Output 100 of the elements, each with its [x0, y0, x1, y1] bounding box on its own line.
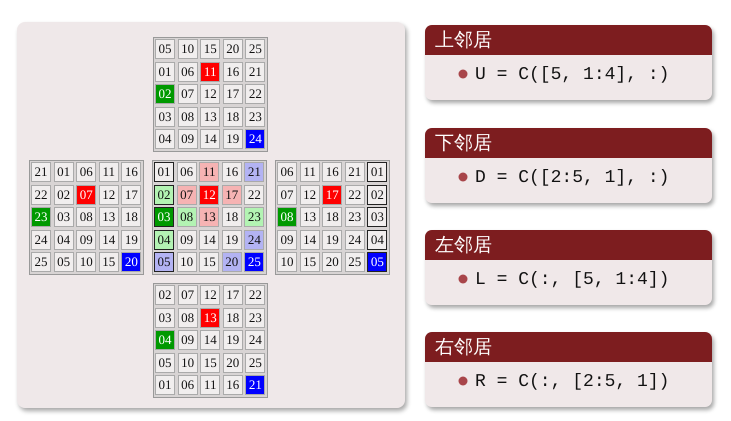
grid-cell: 07 — [277, 184, 297, 205]
grid-cell: 09 — [277, 230, 297, 250]
grid-cell: 03 — [155, 308, 175, 328]
grid-cell: 18 — [222, 207, 242, 228]
grid-cell: 06 — [178, 62, 198, 82]
grid-cell: 21 — [31, 162, 51, 182]
grid-cell: 10 — [176, 252, 197, 272]
grid-cell: 06 — [76, 162, 96, 182]
grid-cell: 19 — [222, 330, 243, 350]
grid-cell: 07 — [178, 285, 198, 305]
grid-cell: 23 — [245, 308, 266, 328]
grid-cell: 13 — [98, 207, 119, 228]
grid-cell: 05 — [54, 252, 74, 272]
grid-cell: 20 — [222, 39, 243, 59]
grid-cell: 23 — [344, 207, 365, 228]
grid-cell: 05 — [367, 252, 388, 272]
grid-cell: 11 — [199, 162, 220, 182]
grid-cell: 22 — [344, 184, 365, 205]
grid-cell: 04 — [154, 230, 174, 250]
grid-cell: 15 — [98, 252, 119, 272]
grid-cell: 17 — [121, 184, 142, 205]
grid-cell: 21 — [244, 162, 264, 182]
grid-cell: 20 — [121, 252, 142, 272]
grid-cell: 21 — [245, 375, 266, 396]
grid-cell: 25 — [31, 252, 51, 272]
grid-cell: 12 — [199, 184, 220, 205]
grid-cell: 03 — [155, 106, 175, 127]
grid-cell: 12 — [300, 184, 320, 205]
grid-cell: 04 — [155, 129, 175, 150]
grid-cell: 18 — [222, 106, 243, 127]
grid-cell: 25 — [244, 252, 264, 272]
card — [425, 128, 712, 203]
grid-cell: 14 — [200, 330, 220, 350]
grid-cell: 13 — [200, 308, 220, 328]
grid-cell: 15 — [199, 252, 220, 272]
grid-cell: 04 — [367, 230, 388, 250]
grid-cell: 14 — [200, 129, 220, 150]
grid-cell: 01 — [54, 162, 74, 182]
grid-cell: 12 — [200, 285, 220, 305]
grid-cell: 19 — [222, 129, 243, 150]
grid-cell: 15 — [200, 352, 220, 373]
grid-cell: 22 — [31, 184, 51, 205]
grid-cell: 16 — [121, 162, 142, 182]
grid-cell: 05 — [154, 252, 174, 272]
grid-cell: 09 — [178, 330, 198, 350]
grid-cell: 11 — [98, 162, 119, 182]
grid-cell: 07 — [178, 84, 198, 104]
grid-cell: 24 — [31, 230, 51, 250]
formula-text: U = C([5, 1:4], :) — [475, 65, 670, 85]
grid-cell: 16 — [222, 375, 243, 396]
grid-cell: 05 — [155, 352, 175, 373]
grid-cell: 17 — [222, 184, 242, 205]
grid-cell: 09 — [178, 129, 198, 150]
card-header: 右邻居 — [425, 332, 712, 362]
grid-cell: 06 — [178, 375, 198, 396]
grid-cell: 08 — [277, 207, 297, 228]
grid-cell: 01 — [155, 375, 175, 396]
grid-cell: 24 — [244, 230, 264, 250]
grid-cell: 24 — [245, 129, 266, 150]
grid-cell: 02 — [154, 184, 174, 205]
grid-cell: 04 — [54, 230, 74, 250]
grid-cell: 19 — [121, 230, 142, 250]
grid-cell: 02 — [54, 184, 74, 205]
grid-cell: 23 — [244, 207, 264, 228]
grid-cell: 02 — [155, 84, 175, 104]
grid-cell: 07 — [176, 184, 197, 205]
card — [425, 25, 712, 100]
grid-cell: 12 — [98, 184, 119, 205]
grid-cell: 07 — [76, 184, 96, 205]
grid-cell: 08 — [76, 207, 96, 228]
grid-cell: 18 — [222, 308, 243, 328]
grid-cell: 01 — [367, 162, 388, 182]
grid-cell: 16 — [322, 162, 342, 182]
grid-cell: 22 — [244, 184, 264, 205]
card-header: 下邻居 — [425, 128, 712, 158]
formula-text: D = C([2:5, 1], :) — [475, 168, 670, 188]
grid-cell: 17 — [222, 285, 243, 305]
grid-cell: 06 — [277, 162, 297, 182]
grid-cell: 13 — [300, 207, 320, 228]
grid-cell: 10 — [178, 352, 198, 373]
grid-cell: 11 — [200, 62, 220, 82]
grid-cell: 08 — [178, 106, 198, 127]
card-header: 上邻居 — [425, 25, 712, 55]
grid-cell: 11 — [300, 162, 320, 182]
grid-cell: 09 — [176, 230, 197, 250]
grid-cell: 10 — [178, 39, 198, 59]
grid-cell: 03 — [154, 207, 174, 228]
grid-cell: 08 — [176, 207, 197, 228]
grid-cell: 18 — [322, 207, 342, 228]
grid-cell: 16 — [222, 162, 242, 182]
grid-cell: 21 — [344, 162, 365, 182]
grid-cell: 16 — [222, 62, 243, 82]
grid-cell: 20 — [322, 252, 342, 272]
grid-cell: 09 — [76, 230, 96, 250]
grid-cell: 01 — [155, 62, 175, 82]
grid-cell: 10 — [277, 252, 297, 272]
card — [425, 332, 712, 407]
grid-cell: 11 — [200, 375, 220, 396]
grid-cell: 23 — [245, 106, 266, 127]
grid-cell: 03 — [367, 207, 388, 228]
